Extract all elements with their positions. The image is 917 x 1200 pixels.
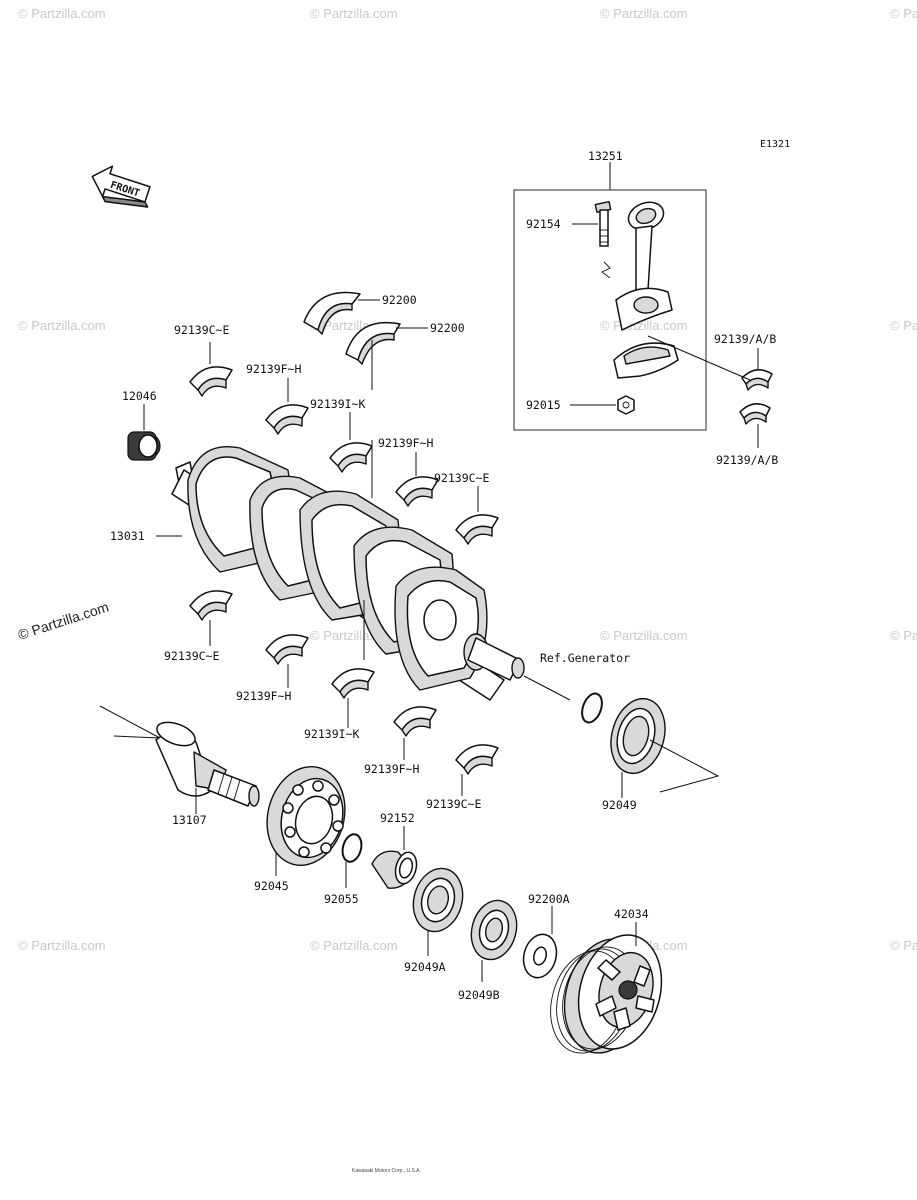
label-13031: 13031 [110,529,145,543]
label-92049b: 92049B [458,988,500,1002]
label-13251: 13251 [588,149,623,163]
label-92055: 92055 [324,892,359,906]
label-92139ce-2: 92139C~E [434,471,489,485]
main-bearing-upper-1 [189,366,233,397]
crankshaft [171,446,525,701]
oil-seal-a [412,867,464,933]
svg-text:© Partzilla.com: © Partzilla.com [18,938,106,953]
label-92049a: 92049A [404,960,446,974]
main-bearing-lower-4 [393,706,437,737]
main-bearing-upper-4 [395,476,439,507]
svg-text:© Partzilla.com: © Partzilla.com [600,6,688,21]
label-92200-1: 92200 [382,293,417,307]
main-bearing-lower-2 [265,634,309,665]
label-92152: 92152 [380,811,415,825]
main-bearing-lower-3 [331,668,375,699]
label-92139fh-3: 92139F~H [236,689,291,703]
generator-o-ring [581,692,603,724]
label-92139ce-1: 92139C~E [174,323,229,337]
needle-bearing [127,431,161,461]
label-92139fh-1: 92139F~H [246,362,301,376]
collar [371,850,418,889]
front-arrow-icon: FRONT [91,165,151,208]
connecting-rod [615,201,673,331]
label-92139ik-2: 92139I~K [304,727,359,741]
conrod-nut [617,395,635,415]
oil-seal [610,697,666,775]
label-92139ik-1: 92139I~K [310,397,365,411]
thrust-washer-2 [345,321,401,365]
label-92049: 92049 [602,798,637,812]
diagram-id: E1321 [760,139,790,150]
label-92139fh-4: 92139F~H [364,762,419,776]
label-42034: 42034 [614,907,649,921]
label-92154: 92154 [526,217,561,231]
label-92200-2: 92200 [430,321,465,335]
conrod-bolt [594,200,612,247]
svg-text:© Partzilla.com: © Partzilla.com [18,6,106,21]
label-92139ce-3: 92139C~E [164,649,219,663]
watermark-main: © Partzilla.com [16,598,111,642]
label-12046: 12046 [122,389,157,403]
label-ref-generator: Ref.Generator [540,651,630,665]
washer [522,933,558,979]
main-bearing-lower-5 [455,744,499,775]
main-bearing-lower-1 [189,590,233,621]
oil-seal-b [470,899,518,961]
label-92015: 92015 [526,398,561,412]
drive-shaft [99,705,260,807]
svg-text:© Partzilla.com: © Partzilla.com [600,628,688,643]
svg-text:© Partzilla.com: © Partzilla.com [890,628,917,643]
svg-text:© Partzilla.com: © Partzilla.com [18,318,106,333]
label-92139fh-2: 92139F~H [378,436,433,450]
main-bearing-upper-3 [329,442,373,473]
conrod-bearing-lower [739,403,771,425]
connecting-rod-assembly: 13251 92154 920 [513,149,707,431]
conrod-cap [613,342,679,379]
label-92139ce-4: 92139C~E [426,797,481,811]
label-92139-ab-upper: 92139/A/B [714,332,776,346]
conrod-bearing-upper [741,369,773,391]
main-bearing-upper-5 [455,514,499,545]
thrust-washer-1 [303,291,361,335]
sprocket-gear [550,934,663,1054]
label-13107: 13107 [172,813,207,827]
svg-text:© Partzilla.com: © Partzilla.com [310,6,398,21]
label-92200a: 92200A [528,892,570,906]
label-92045: 92045 [254,879,289,893]
copyright-footer: Kawasaki Motors Corp., U.S.A. [352,1168,421,1174]
label-92139-ab-lower: 92139/A/B [716,453,778,467]
svg-text:© Partzilla.com: © Partzilla.com [890,938,917,953]
circlip [341,833,363,863]
svg-text:© Partzilla.com: © Partzilla.com [890,318,917,333]
ball-bearing [266,766,346,866]
main-bearing-upper-2 [265,404,309,435]
svg-text:© Partzilla.com: © Partzilla.com [890,6,917,21]
svg-text:© Partzilla.com: © Partzilla.com [310,938,398,953]
